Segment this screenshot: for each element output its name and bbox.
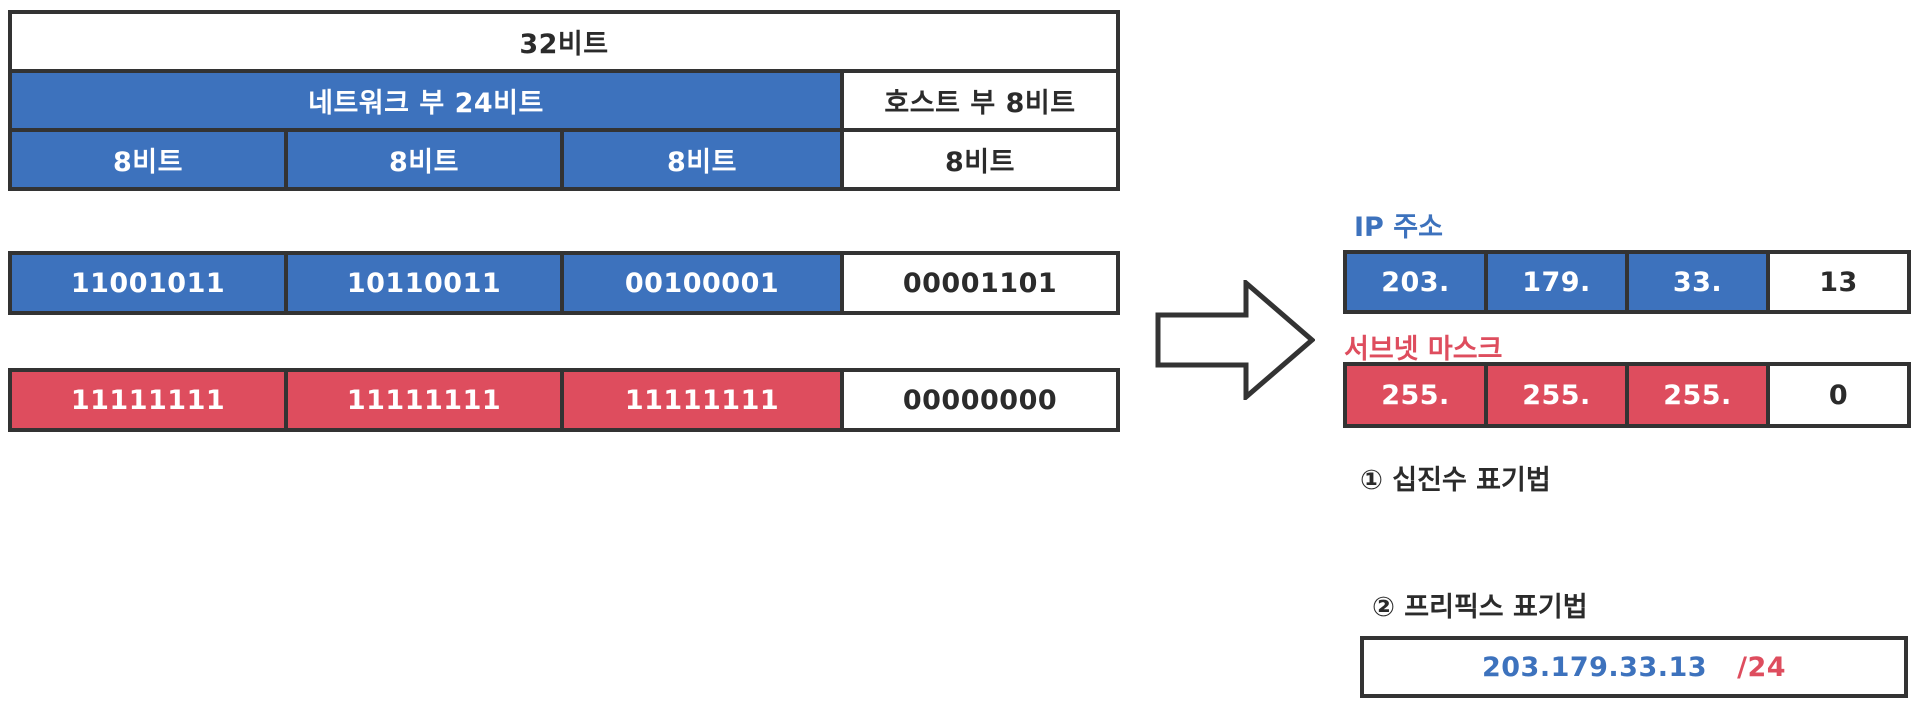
decimal-ip-octet-4: 13 [1766, 250, 1911, 314]
right-arrow-icon [1155, 280, 1315, 400]
octet-bits-cell-2: 8비트 [284, 128, 564, 191]
binary-mask-octet-2: 11111111 [284, 368, 564, 432]
prefix-notation-box: 203.179.33.13 /24 [1360, 636, 1908, 698]
binary-mask-octet-1: 11111111 [8, 368, 288, 432]
prefix-ip-address: 203.179.33.13 [1481, 651, 1708, 683]
octet-bits-cell-3: 8비트 [560, 128, 844, 191]
decimal-notation-caption: ① 십진수 표기법 [1360, 465, 1551, 496]
subnet-mask-label: 서브넷 마스크 [1344, 334, 1503, 365]
octet-bits-cell-1: 8비트 [8, 128, 288, 191]
binary-mask-octet-4: 00000000 [840, 368, 1120, 432]
total-bits-cell: 32비트 [8, 10, 1120, 73]
binary-ip-octet-3: 00100001 [560, 251, 844, 315]
host-part-cell: 호스트 부 8비트 [840, 69, 1120, 132]
network-part-cell: 네트워크 부 24비트 [8, 69, 844, 132]
binary-ip-octet-4: 00001101 [840, 251, 1120, 315]
binary-mask-octet-3: 11111111 [560, 368, 844, 432]
decimal-mask-octet-4: 0 [1766, 362, 1911, 428]
prefix-length: /24 [1737, 651, 1787, 683]
binary-ip-octet-2: 10110011 [284, 251, 564, 315]
prefix-notation-caption: ② 프리픽스 표기법 [1372, 592, 1588, 623]
decimal-ip-octet-3: 33. [1625, 250, 1770, 314]
decimal-mask-octet-1: 255. [1343, 362, 1488, 428]
binary-ip-octet-1: 11001011 [8, 251, 288, 315]
decimal-ip-octet-2: 179. [1484, 250, 1629, 314]
decimal-mask-octet-3: 255. [1625, 362, 1770, 428]
ip-address-label: IP 주소 [1354, 212, 1443, 243]
decimal-mask-octet-2: 255. [1484, 362, 1629, 428]
octet-bits-cell-4: 8비트 [840, 128, 1120, 191]
decimal-ip-octet-1: 203. [1343, 250, 1488, 314]
